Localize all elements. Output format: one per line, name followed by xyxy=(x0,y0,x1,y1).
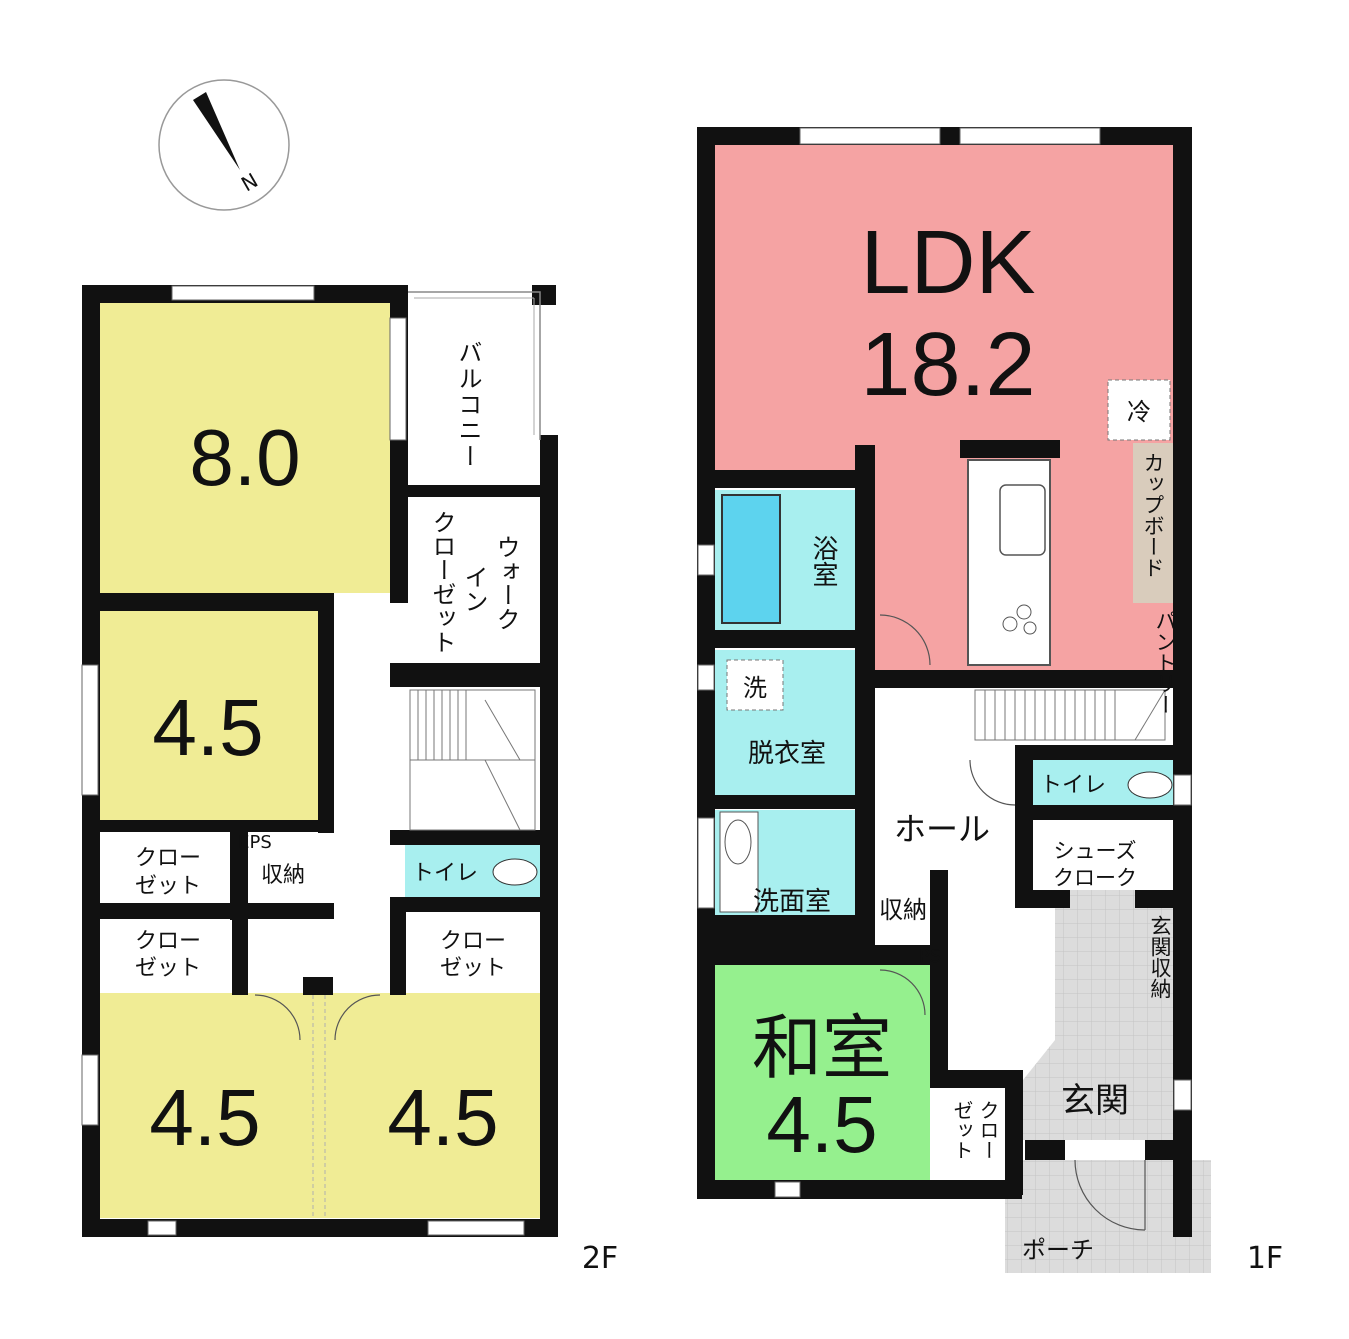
washitsu-size: 4.5 xyxy=(766,1080,877,1169)
windows-1f xyxy=(697,127,1192,1198)
floor-1f-label: 1F xyxy=(1247,1241,1283,1276)
ldk-fill xyxy=(715,145,1173,470)
shoe-cloak-label-2: クローク xyxy=(1053,866,1137,890)
stairs-1f xyxy=(974,689,1166,741)
toilet-1f-label: トイレ xyxy=(1040,773,1106,798)
closet1-label-1: クロー xyxy=(135,846,201,871)
floor-2f: 8.0 4.5 4.5 4.5 バルコニー ウォーク イン クローゼット クロー… xyxy=(81,285,618,1276)
dressing-label: 脱衣室 xyxy=(748,739,826,769)
washitsu-name: 和室 xyxy=(752,1007,892,1089)
entrance-storage-label: 玄関収納 xyxy=(1148,915,1172,999)
cupboard-fill xyxy=(1133,443,1173,603)
compass-needle-icon xyxy=(193,92,240,170)
shoe-cloak-label-1: シューズ xyxy=(1054,839,1137,863)
walkin-closet-label-1: ウォーク xyxy=(492,535,520,631)
fridge-label: 冷 xyxy=(1127,398,1151,426)
pantry-label: パントリー xyxy=(1153,610,1177,715)
storage-2f-label: 収納 xyxy=(261,863,305,888)
bathtub xyxy=(721,494,781,624)
storage-1f-label: 収納 xyxy=(879,896,927,924)
sink xyxy=(719,811,759,913)
washroom-label: 洗面室 xyxy=(753,887,831,917)
walkin-closet-label-3: クローゼット xyxy=(428,510,456,654)
room-45-upper-fill xyxy=(98,610,318,820)
closet3-label-2: ゼット xyxy=(440,956,506,981)
washitsu-fill xyxy=(715,965,930,1180)
compass: N xyxy=(158,79,290,211)
toilet-2f-label: トイレ xyxy=(412,861,478,886)
fridge-outline xyxy=(1107,379,1171,441)
closet1-label-2: ゼット xyxy=(135,874,201,899)
walkin-closet-label-2: イン xyxy=(460,565,488,613)
ldk-name: LDK xyxy=(860,213,1035,313)
toilet-2f-bowl xyxy=(492,858,538,886)
porch-label: ポーチ xyxy=(1022,1236,1094,1264)
ps-label: PS xyxy=(919,946,941,967)
closet2-label-2: ゼット xyxy=(135,956,201,981)
room-45-lower-right-size: 4.5 xyxy=(387,1073,498,1162)
closet-1f-label-1: クロー xyxy=(976,1100,1000,1160)
balcony-label: バルコニー xyxy=(454,340,482,470)
room-45-lower-left-fill xyxy=(98,993,313,1218)
kitchen-counter xyxy=(967,459,1051,666)
entrance-label: 玄関 xyxy=(1061,1081,1129,1121)
ldk-size: 18.2 xyxy=(860,315,1035,415)
hall-label: ホール xyxy=(894,810,990,848)
room-8-fill xyxy=(98,302,390,593)
doors-1f xyxy=(879,614,1146,1231)
balcony-outline xyxy=(408,291,541,440)
room-8-size: 8.0 xyxy=(189,413,300,502)
stairs-2f xyxy=(409,689,536,831)
room-45-upper-size: 4.5 xyxy=(152,683,263,772)
walls-1f xyxy=(697,127,1192,1237)
washer-outline xyxy=(726,659,784,711)
eps-label: EPS xyxy=(238,832,272,853)
cupboard-label: カップボード xyxy=(1141,452,1165,578)
closet2-label-1: クロー xyxy=(135,929,201,954)
room-45-lower-right-fill xyxy=(313,993,543,1218)
closet-1f-label-2: ゼット xyxy=(950,1100,974,1160)
floor-1f: LDK 18.2 冷 カップボード パントリー 浴室 洗 脱衣室 洗面室 ホール… xyxy=(492,127,1283,1276)
floor-2f-label: 2F xyxy=(582,1241,618,1276)
closet3-label-1: クロー xyxy=(440,929,506,954)
doors-2f xyxy=(254,994,381,1219)
bath-label: 浴室 xyxy=(808,535,838,587)
washer-label: 洗 xyxy=(743,674,767,702)
toilet-1f-bowl xyxy=(1127,771,1173,799)
windows-2f xyxy=(81,285,525,1236)
room-45-lower-left-size: 4.5 xyxy=(149,1073,260,1162)
